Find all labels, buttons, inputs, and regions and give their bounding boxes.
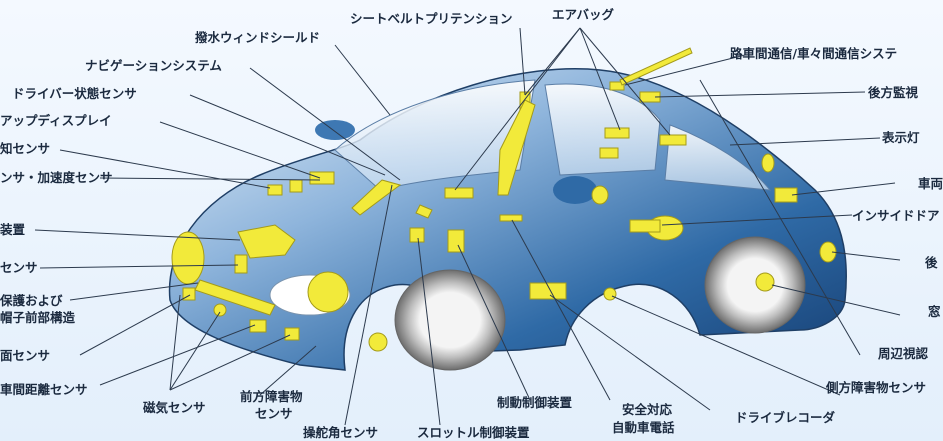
leader-lines (34, 27, 901, 426)
side-window-front (544, 83, 661, 176)
label-sensor-left: センサ (0, 260, 38, 275)
label-pedestrian-protection-1: 保護および (0, 293, 63, 308)
label-side-obstacle-sensor: 側方障害物センサ (826, 380, 927, 395)
label-inside-door: インサイドドア (852, 208, 940, 223)
windshield (334, 79, 536, 191)
sensor-parts (171, 47, 837, 352)
label-vehicle-right: 車両 (918, 176, 943, 191)
label-front-obstacle-sensor-1: 前方障害物 (240, 389, 303, 404)
mirror-left (315, 120, 355, 140)
label-safety-phone-1: 安全対応 (622, 402, 673, 417)
label-distance-sensor: 車間距離センサ (0, 382, 88, 397)
label-water-repellent-windshield: 撥水ウィンドシールド (195, 30, 321, 45)
mirror-right (553, 176, 597, 204)
label-accel-sensor: ンサ・加速度センサ (0, 170, 113, 185)
label-pedestrian-protection-2: 帽子前部構造 (0, 310, 76, 325)
label-window-right: 窓 (928, 304, 941, 319)
label-headup-display: アップディスプレイ (0, 113, 112, 128)
label-front-obstacle-sensor-2: センサ (255, 406, 293, 421)
label-drive-recorder: ドライブレコーダ (735, 410, 836, 425)
label-navigation-system: ナビゲーションシステム (85, 58, 222, 73)
label-road-surface-sensor: 面センサ (0, 348, 51, 363)
label-magnetic-sensor: 磁気センサ (143, 400, 206, 415)
label-steering-angle-sensor: 操舵角センサ (303, 425, 379, 440)
label-rear-right: 後 (925, 255, 938, 270)
label-throttle-control: スロットル制御装置 (417, 425, 530, 440)
label-device: 装置 (0, 222, 26, 237)
side-window-rear (664, 124, 772, 191)
label-airbag: エアバッグ (552, 7, 615, 22)
label-surround-view: 周辺視認 (878, 346, 929, 361)
label-road-vehicle-comm: 路車間通信/車々間通信システ (730, 46, 898, 61)
rear-wheel (704, 236, 806, 334)
label-safety-phone-2: 自動車電話 (612, 420, 675, 435)
label-detection-sensor: 知センサ (0, 141, 51, 156)
label-indicator-light: 表示灯 (882, 130, 920, 145)
label-rear-monitor: 後方監視 (868, 85, 919, 100)
label-brake-control: 制動制御装置 (497, 395, 573, 410)
label-seatbelt-pretensioner: シートベルトプリテンション (350, 11, 513, 26)
front-wheel (394, 269, 506, 371)
label-driver-state-sensor: ドライバー状態センサ (12, 86, 137, 101)
